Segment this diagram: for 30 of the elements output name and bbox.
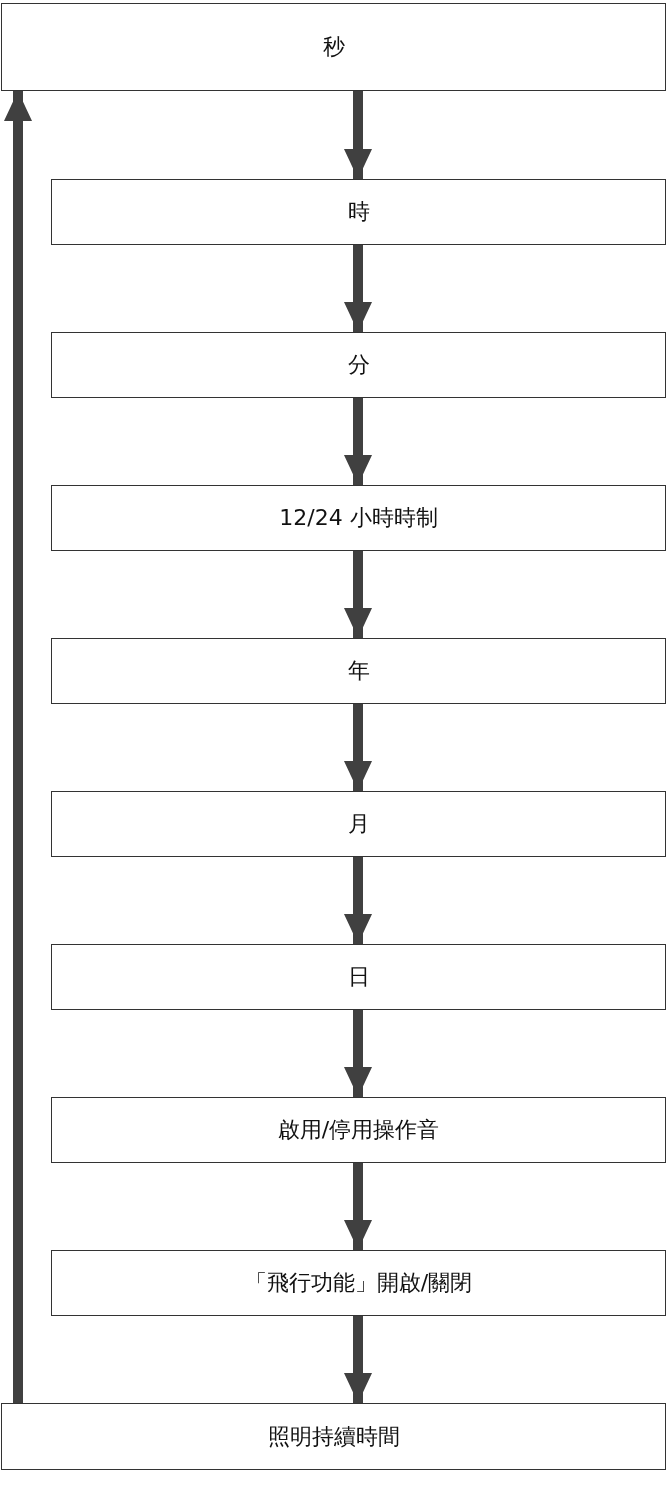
process-box (51, 791, 666, 857)
arrow (344, 1163, 372, 1250)
box-label: 時 (347, 198, 370, 226)
box-label: 日 (347, 963, 370, 991)
arrow (4, 91, 32, 1403)
process-box (51, 1097, 666, 1163)
process-box (51, 485, 666, 551)
arrow (344, 1010, 372, 1097)
box-label: 秒 (322, 33, 345, 61)
arrow (344, 398, 372, 485)
box-label: 「飛行功能」開啟/關閉 (244, 1269, 473, 1297)
arrow (344, 551, 372, 638)
box-label: 月 (347, 810, 370, 838)
arrow (344, 91, 372, 179)
box-label: 啟用/停用操作音 (277, 1116, 440, 1144)
process-box (51, 179, 666, 245)
arrow (344, 857, 372, 944)
box-label: 照明持續時間 (267, 1422, 400, 1451)
process-box (51, 638, 666, 704)
arrow (344, 245, 372, 332)
box-label: 分 (347, 351, 370, 379)
process-box (51, 1250, 666, 1316)
box-label: 12/24 小時時制 (279, 504, 438, 532)
process-box (51, 944, 666, 1010)
arrow (344, 704, 372, 791)
arrow (344, 1316, 372, 1403)
process-box (1, 1403, 666, 1470)
process-box (51, 332, 666, 398)
process-box (1, 3, 666, 91)
box-label: 年 (347, 657, 370, 685)
